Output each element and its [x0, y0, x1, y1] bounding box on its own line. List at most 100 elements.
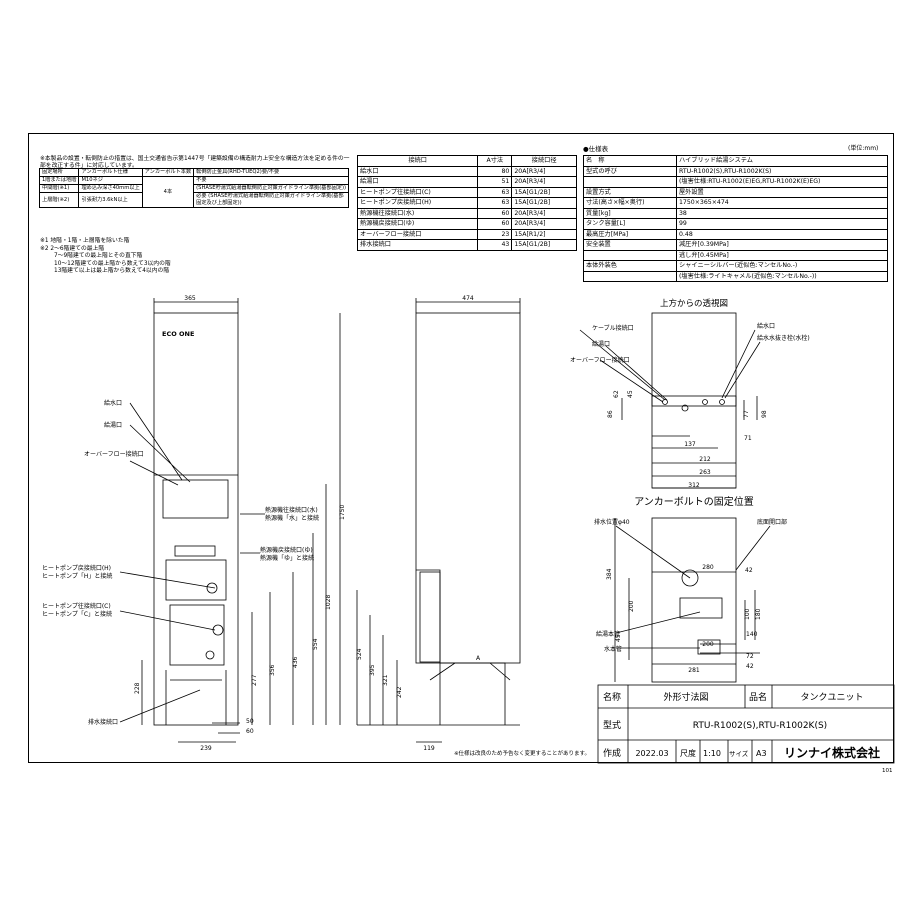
- side-dim: 524: [356, 648, 363, 660]
- front-label: 給湯口: [104, 421, 122, 429]
- topview-dim: 45: [627, 390, 634, 398]
- spec-row: 名 称ハイブリッド給湯システム: [583, 155, 888, 167]
- front-label: 熱源機「水」と接続: [265, 514, 319, 522]
- tb-scale: 1:10: [703, 749, 721, 758]
- tb-size-label: サイズ: [729, 749, 749, 758]
- titleblock-frame: [597, 684, 895, 764]
- anchor-r2c1: 引張耐力3.6kN以上: [78, 192, 143, 208]
- spec-cell: (塩害仕様:ライトキャメル(近似色:マンセルNo.-)): [676, 270, 888, 282]
- front-label: ヒートポンプ往接続口(C): [42, 602, 111, 610]
- conn-cell: 15A[R1/2]: [511, 228, 577, 240]
- topview-dim: 77: [743, 410, 750, 418]
- anchor-dim: 200: [628, 600, 635, 612]
- anchor-dim: 140: [746, 631, 758, 638]
- anchor-dim: 100: [744, 608, 751, 620]
- footnote: ※2 2～6階建ての最上階: [40, 245, 105, 252]
- conn-cell: 20A[R3/4]: [511, 218, 577, 230]
- tb-company: リンナイ株式会社: [784, 745, 880, 760]
- side-A: A: [476, 655, 481, 662]
- spec-row: 設置方式屋外設置: [583, 186, 888, 198]
- topview-label: 給水口: [757, 322, 775, 330]
- spec-cell: 0.48: [676, 228, 888, 240]
- spec-unit: (単位:mm): [848, 145, 879, 152]
- drawing-sheet: [28, 133, 894, 763]
- topview-title: 上方からの透視図: [660, 298, 728, 309]
- anchor-dim: 200: [702, 641, 714, 648]
- topview-body: [651, 312, 737, 489]
- footnotes: ※1 地階・1階・上層階を除いた階 ※2 2～6階建ての最上階 7～9階建ての最…: [40, 238, 171, 276]
- anchor-dim: 42: [745, 567, 753, 574]
- tb-size: A3: [756, 749, 767, 758]
- anchor-r2c3: 必要 (SHASE貯湯式給湯器転倒防止対策ガイドライン準拠(基部固定及び上部固定…: [193, 192, 350, 208]
- spec-cell: 38: [676, 207, 888, 219]
- conn-cell: 20A[R3/4]: [511, 207, 577, 219]
- conn-cell: 15A[G1/2B]: [511, 197, 577, 209]
- side-width: 474: [462, 295, 474, 302]
- front-bottom-dim: 50: [246, 718, 254, 725]
- front-label: 熱源機戻接続口(ゆ): [260, 546, 313, 554]
- conn-h2: 接続口径: [511, 155, 577, 167]
- conn-cell: 80: [477, 165, 513, 177]
- tb-item-label: 品名: [749, 691, 767, 703]
- front-label: ヒートポンプ戻接続口(H): [42, 564, 111, 572]
- topview-dim: 312: [688, 482, 700, 489]
- conn-cell: 23: [477, 228, 513, 240]
- front-width: 365: [184, 295, 196, 302]
- conn-cell: 20A[R3/4]: [511, 176, 577, 188]
- spec-row: 安全装置減圧弁[0.39MPa]: [583, 239, 888, 251]
- conn-cell: 43: [477, 239, 513, 251]
- anchor-count: 4本: [141, 176, 195, 208]
- conn-cell: 63: [477, 186, 513, 198]
- front-label: 熱源機「ゆ」と接続: [260, 554, 314, 562]
- spec-title: ●仕様表: [583, 145, 609, 153]
- footnote: 13階建て以上は最上階から数えて4以内の階: [54, 268, 170, 275]
- topview-dim: 263: [699, 469, 711, 476]
- front-label: ヒートポンプ「C」と接続: [42, 610, 112, 618]
- front-bottom-dim: 239: [200, 745, 212, 752]
- anchor-dim: 180: [755, 608, 762, 620]
- anchor-dim: 72: [746, 653, 754, 660]
- side-body: [415, 312, 521, 664]
- conn-cell: 60: [477, 207, 513, 219]
- anchor-r2c0: 上層階(※2): [38, 192, 80, 208]
- tb-item-value: タンクユニット: [800, 692, 863, 703]
- front-bottom-dim: 60: [246, 728, 254, 735]
- notes-top: ※本製品の設置・転倒防止の措置は、国土交通省告示第1447号「建築設備の構造耐力…: [40, 156, 350, 169]
- conn-cell: 15A[G1/2B]: [511, 239, 577, 251]
- front-dim: 1028: [325, 595, 332, 610]
- anchor-table: 固定場所アンカーボルト仕様アンカーボルト本数転倒防止金具(RHD-TUEQ2)要…: [38, 168, 350, 208]
- tb-date: 2022.03: [635, 749, 668, 758]
- anchor-dim: 281: [688, 667, 700, 674]
- spec-row: 質量[kg]38: [583, 207, 888, 219]
- anchor-label: 底面開口部: [757, 518, 787, 526]
- front-logo: ECO ONE: [162, 330, 194, 338]
- side-dim: 242: [396, 686, 403, 698]
- side-dim: 119: [423, 745, 435, 752]
- front-label: ヒートポンプ「H」と接続: [42, 572, 112, 580]
- front-dim: 228: [134, 682, 141, 694]
- front-label: オーバーフロー接続口: [84, 450, 144, 458]
- anchor-dim: 42: [746, 663, 754, 670]
- anchor-label: 給湯本管: [596, 630, 620, 638]
- front-label: 熱源機往接続口(水): [265, 506, 318, 514]
- spec-cell: 1750×365×474: [676, 197, 888, 209]
- anchor-label: 排水位置φ40: [594, 518, 630, 526]
- disclaimer: ※仕様は改良のため予告なく変更することがあります。: [454, 749, 590, 757]
- topview-dim: 71: [744, 435, 752, 442]
- front-label: 排水接続口: [88, 718, 118, 726]
- topview-label: ケーブル接続口: [592, 324, 634, 332]
- footnote: 10～12階建ての最上階から数えて3以内の階: [54, 260, 171, 267]
- side-dim: 321: [382, 674, 389, 686]
- topview-label: 給水水抜き栓(水栓): [757, 334, 810, 342]
